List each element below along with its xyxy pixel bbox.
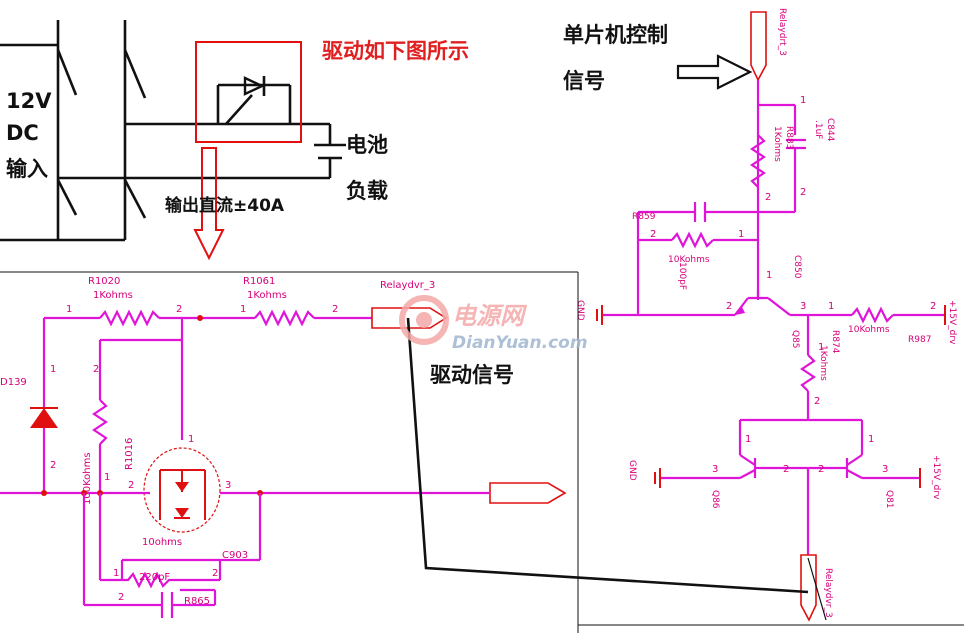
- svg-text:10Kohms: 10Kohms: [848, 325, 890, 335]
- transistor-q85: [734, 290, 791, 316]
- svg-text:3: 3: [882, 464, 888, 475]
- svg-text:1Kohms: 1Kohms: [772, 126, 782, 162]
- svg-text:2: 2: [726, 301, 732, 312]
- svg-text:3: 3: [712, 464, 718, 475]
- svg-text:1: 1: [745, 434, 751, 445]
- svg-text:1: 1: [50, 364, 56, 375]
- svg-text:R1020: R1020: [88, 276, 120, 287]
- svg-text:100pF: 100pF: [677, 262, 687, 290]
- svg-text:1: 1: [113, 568, 119, 579]
- svg-text:R987: R987: [908, 335, 931, 345]
- right-arrow-icon: [676, 54, 753, 90]
- svg-text:GND: GND: [575, 300, 585, 321]
- svg-text:R883: R883: [784, 126, 794, 149]
- signal-link-line: [406, 317, 809, 594]
- svg-text:+15V_drv: +15V_drv: [931, 455, 941, 500]
- mcu-label-2: 信号: [563, 69, 605, 93]
- svg-text:1: 1: [868, 434, 874, 445]
- down-arrow-icon: [193, 147, 225, 261]
- svg-text:2: 2: [118, 592, 124, 603]
- svg-text:R1016: R1016: [124, 438, 135, 470]
- svg-text:2: 2: [783, 464, 789, 475]
- svg-text:R859: R859: [632, 212, 656, 222]
- svg-text:2: 2: [814, 396, 820, 407]
- svg-text:1: 1: [104, 472, 110, 483]
- svg-text:1: 1: [818, 342, 824, 353]
- svg-text:1Kohms: 1Kohms: [818, 345, 828, 381]
- svg-text:2: 2: [930, 301, 936, 312]
- svg-text:100Kohms: 100Kohms: [82, 452, 93, 505]
- svg-text:1: 1: [240, 304, 246, 315]
- drive-note: 驱动如下图所示: [322, 39, 469, 63]
- battery-label: 电池: [346, 133, 388, 157]
- relay-top-port: Relaydrt_3: [750, 8, 787, 82]
- svg-text:Q81: Q81: [884, 490, 894, 509]
- svg-text:Relaydvr_3: Relaydvr_3: [380, 280, 435, 291]
- svg-text:R1061: R1061: [243, 276, 275, 287]
- svg-text:3: 3: [800, 301, 806, 312]
- svg-text:电源网: 电源网: [452, 302, 528, 330]
- svg-text:1: 1: [766, 270, 772, 281]
- svg-text:1: 1: [800, 95, 806, 106]
- svg-text:Q86: Q86: [710, 490, 720, 509]
- svg-text:D139: D139: [0, 377, 27, 388]
- mcu-label-1: 单片机控制: [563, 23, 668, 47]
- input-label-2: DC: [6, 121, 39, 145]
- watermark-logo: 电源网 DianYuan.com: [399, 295, 588, 353]
- transistor-q86: [739, 454, 780, 479]
- svg-text:R865: R865: [184, 596, 210, 607]
- svg-text:R874: R874: [830, 330, 840, 354]
- svg-text:3: 3: [225, 480, 231, 491]
- svg-text:GND: GND: [627, 460, 637, 481]
- svg-text:1: 1: [188, 434, 194, 445]
- svg-text:2: 2: [800, 187, 806, 198]
- svg-text:10ohms: 10ohms: [142, 537, 182, 548]
- svg-text:10Kohms: 10Kohms: [668, 255, 710, 265]
- svg-text:Relaydrt_3: Relaydrt_3: [777, 8, 787, 56]
- relay-port-left: Relaydvr_3: [371, 280, 448, 329]
- svg-text:2: 2: [765, 192, 771, 203]
- svg-text:1: 1: [738, 229, 744, 240]
- svg-text:+15V_drv: +15V_drv: [947, 300, 957, 345]
- transistor-q81: [822, 454, 863, 479]
- svg-text:2: 2: [93, 364, 99, 375]
- svg-text:2: 2: [128, 480, 134, 491]
- svg-text:Q85: Q85: [790, 330, 800, 349]
- svg-text:Relaydvr_3: Relaydvr_3: [823, 568, 833, 618]
- output-note: 输出直流±40A: [165, 195, 285, 216]
- svg-text:C844: C844: [825, 118, 835, 142]
- input-label-3: 输入: [6, 157, 48, 181]
- svg-text:2: 2: [818, 464, 824, 475]
- drive-signal-label: 驱动信号: [430, 363, 514, 387]
- svg-text:2: 2: [650, 229, 656, 240]
- input-label-1: 12V: [6, 89, 52, 113]
- load-label: 负载: [346, 179, 388, 203]
- svg-text:220pF: 220pF: [139, 572, 170, 583]
- svg-text:1Kohms: 1Kohms: [247, 290, 287, 301]
- relay-bottom-port: Relaydvr_3: [800, 554, 833, 622]
- svg-text:.1uF: .1uF: [813, 120, 823, 139]
- ssr-switch-icon: [195, 41, 302, 143]
- svg-text:1Kohms: 1Kohms: [93, 290, 133, 301]
- svg-text:1: 1: [828, 301, 834, 312]
- svg-text:2: 2: [176, 304, 182, 315]
- svg-text:1: 1: [66, 304, 72, 315]
- svg-text:2: 2: [50, 460, 56, 471]
- bottom-left-panel: [0, 271, 579, 633]
- svg-text:2: 2: [212, 568, 218, 579]
- svg-text:C850: C850: [792, 255, 802, 279]
- mosfet-icon: [143, 447, 221, 533]
- svg-text:DianYuan.com: DianYuan.com: [452, 333, 588, 353]
- svg-text:2: 2: [332, 304, 338, 315]
- svg-text:C903: C903: [222, 550, 248, 561]
